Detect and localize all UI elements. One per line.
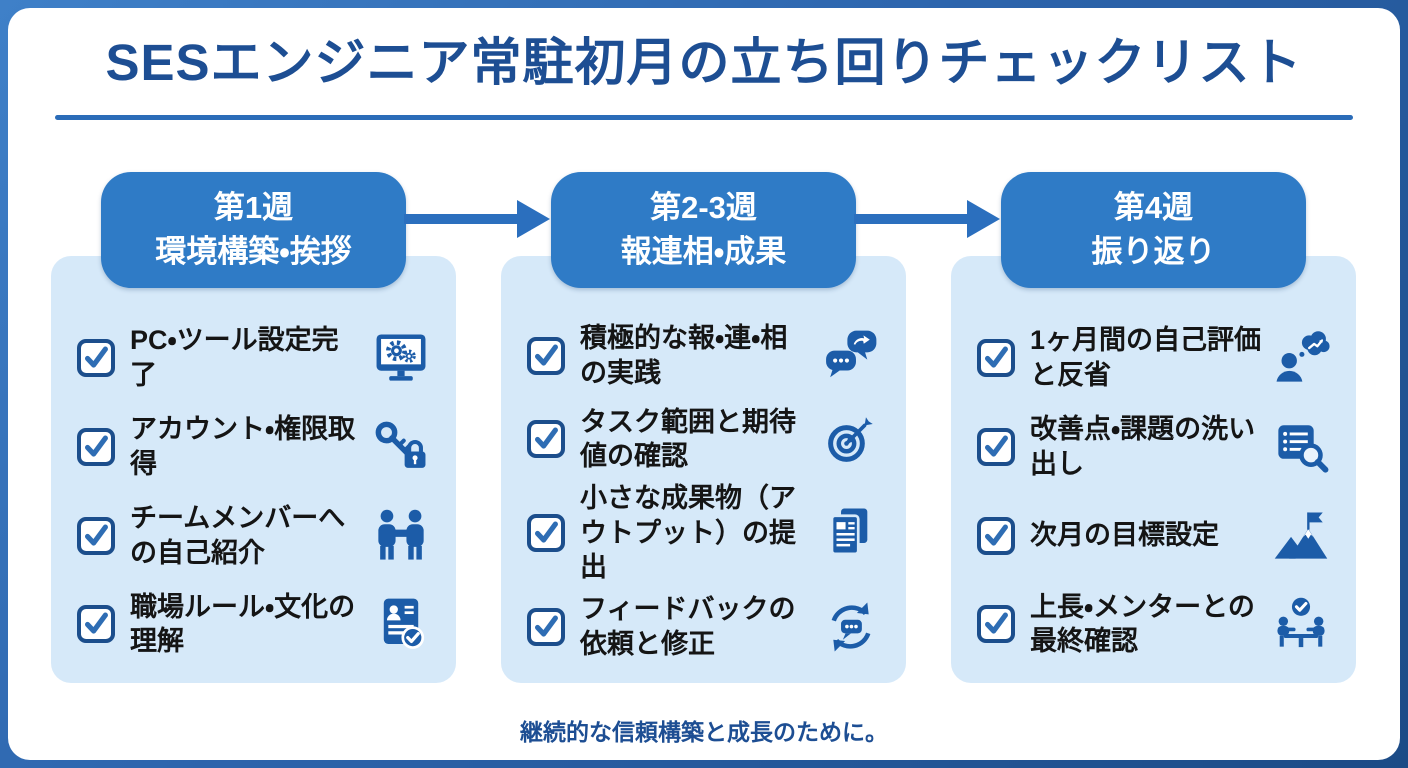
checklist-item-label: アカウント・権限取得: [130, 414, 356, 479]
checklist-item-label: タスク範囲と期待値の確認: [580, 406, 796, 472]
checklist-item: PC・ツール設定完了: [77, 314, 430, 403]
week4-header: 第4週 振り返り: [1001, 171, 1306, 288]
self-reflection-icon: [1272, 329, 1330, 387]
checklist-item: 上長・メンターとの最終確認: [977, 580, 1330, 669]
checklist-magnifier-icon: [1272, 418, 1330, 476]
checkbox-checked[interactable]: [527, 336, 565, 375]
checklist-item-label: 次月の目標設定: [1030, 520, 1219, 551]
week1-header-line1: 第1週: [213, 190, 294, 226]
checkbox-checked[interactable]: [527, 607, 565, 646]
infographic-card: SESエンジニア常駐初月の立ち回りチェックリスト 第1週 環境構築・挨拶 PC・…: [8, 8, 1400, 760]
checklist-item: タスク範囲と期待値の確認: [527, 397, 880, 481]
checklist-item: 次月の目標設定: [977, 491, 1330, 580]
checklist-item: 職場ルール・文化の理解: [77, 580, 430, 669]
arrow-head: [517, 199, 550, 238]
checkbox-checked[interactable]: [977, 516, 1015, 555]
checklist-item-label: 積極的な報・連・相の実践: [580, 322, 788, 388]
week2-3-header-line1: 第2-3週: [650, 190, 757, 226]
column-week4: 第4週 振り返り 1ヶ月間の自己評価と反省: [951, 171, 1356, 683]
checklist-item-label: フィードバックの依頼と修正: [580, 594, 796, 659]
monitor-gear-icon: [372, 329, 430, 387]
checklist-item-label: 改善点・課題の洗い出し: [1030, 414, 1256, 479]
checkbox-checked[interactable]: [977, 427, 1015, 466]
column-week2-3: 第2-3週 報連相・成果 積極的な報・連・相の実践: [501, 171, 906, 683]
week4-header-line2: 振り返り: [1091, 233, 1216, 269]
checklist-item: 小さな成果物（アウトプット）の提出: [527, 481, 880, 585]
checkbox-checked[interactable]: [77, 516, 115, 555]
chat-forward-icon: [822, 327, 880, 385]
id-document-check-icon: [372, 595, 430, 653]
checkbox-checked[interactable]: [77, 339, 115, 378]
arrow-shaft: [854, 213, 967, 224]
target-icon: [822, 410, 880, 468]
checkbox-checked[interactable]: [977, 605, 1015, 644]
feedback-cycle-icon: [822, 598, 880, 656]
checkbox-checked[interactable]: [527, 514, 565, 553]
checklist-item: アカウント・権限取得: [77, 402, 430, 491]
week1-header-line2: 環境構築・挨拶: [155, 233, 352, 269]
checklist-item-label: 小さな成果物（アウトプット）の提出: [580, 483, 796, 583]
flow-arrow-week1-to-week2: [404, 199, 550, 238]
checklist-item-label: 上長・メンターとの最終確認: [1030, 591, 1255, 657]
meeting-check-icon: [1272, 595, 1330, 653]
checkbox-checked[interactable]: [77, 605, 115, 644]
week4-header-line1: 第4週: [1113, 190, 1194, 226]
week1-header: 第1週 環境構築・挨拶: [101, 171, 406, 288]
checklist-item: チームメンバーへの自己紹介: [77, 491, 430, 580]
checkbox-checked[interactable]: [527, 420, 565, 459]
page-title: SESエンジニア常駐初月の立ち回りチェックリスト: [105, 34, 1303, 91]
checkbox-checked[interactable]: [977, 339, 1015, 378]
arrow-shaft: [404, 213, 517, 224]
footer-tagline: 継続的な信頼構築と成長のために。: [520, 718, 888, 745]
checklist-item-label: 1ヶ月間の自己評価と反省: [1030, 325, 1262, 391]
key-lock-icon: [372, 418, 430, 476]
column-week1: 第1週 環境構築・挨拶 PC・ツール設定完了: [51, 171, 456, 683]
checklist-item-label: 職場ルール・文化の理解: [130, 591, 356, 657]
checklist-item-label: チームメンバーへの自己紹介: [130, 502, 346, 568]
checklist-item: フィードバックの依頼と修正: [527, 585, 880, 669]
checklist-item: 改善点・課題の洗い出し: [977, 402, 1330, 491]
checklist-item: 1ヶ月間の自己評価と反省: [977, 314, 1330, 403]
documents-icon: [822, 504, 880, 562]
checkbox-checked[interactable]: [77, 427, 115, 466]
flow-arrow-week2-to-week4: [854, 199, 1000, 238]
week2-3-header: 第2-3週 報連相・成果: [551, 171, 856, 288]
week1-panel: PC・ツール設定完了: [51, 255, 456, 683]
week4-panel: 1ヶ月間の自己評価と反省: [951, 255, 1356, 683]
arrow-head: [967, 199, 1000, 238]
week2-3-panel: 積極的な報・連・相の実践: [501, 255, 906, 683]
week2-3-header-line2: 報連相・成果: [620, 233, 787, 269]
columns-row: 第1週 環境構築・挨拶 PC・ツール設定完了: [8, 171, 1400, 683]
checklist-item: 積極的な報・連・相の実践: [527, 314, 880, 398]
mountain-flag-icon: [1272, 507, 1330, 565]
title-underline: [55, 114, 1353, 120]
handshake-icon: [372, 507, 430, 565]
checklist-item-label: PC・ツール設定完了: [130, 325, 339, 391]
